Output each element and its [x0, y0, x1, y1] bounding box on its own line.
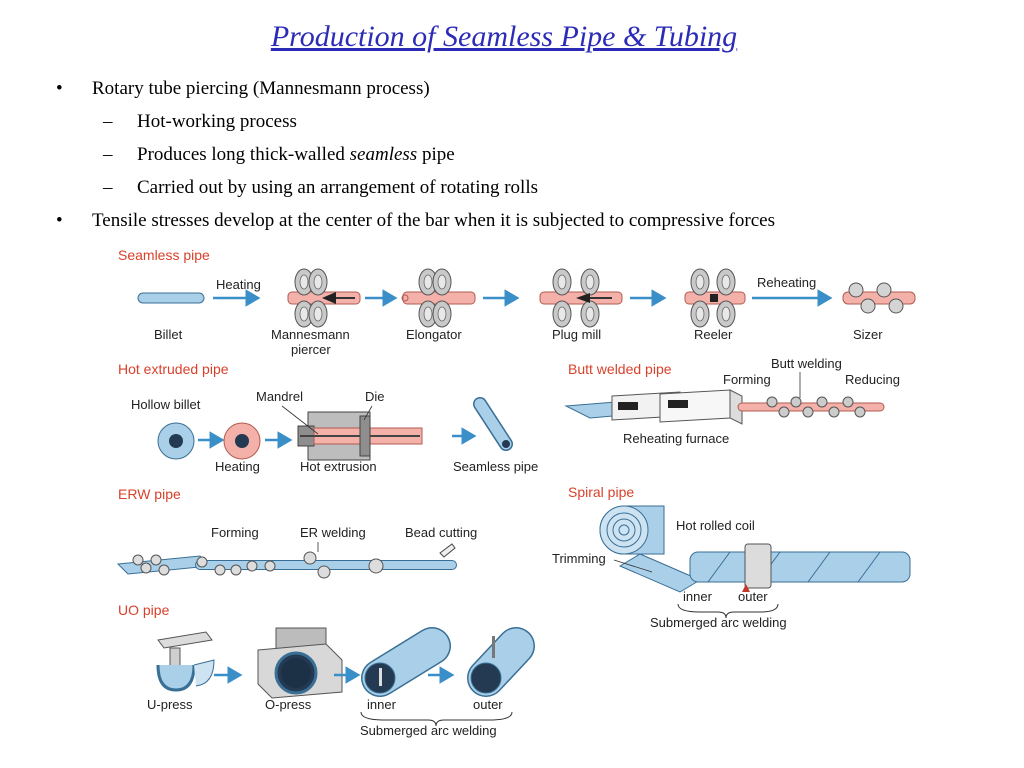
sub-bullet-item: – Produces long thick-walled seamless pip…: [56, 142, 996, 175]
spiral-pipe-section: Spiral pipe Hot rolled coil Trimming inn…: [552, 484, 911, 630]
saw-label: Submerged arc welding: [650, 615, 787, 630]
section-title: Spiral pipe: [568, 484, 634, 500]
hot-rolled-coil-label: Hot rolled coil: [676, 518, 755, 533]
leader-line: [363, 405, 373, 421]
uo-pipe-inner-weld: [361, 627, 451, 697]
brace: [360, 711, 513, 727]
section-title: ERW pipe: [118, 486, 181, 502]
extrusion-press: [297, 411, 423, 461]
hot-extrusion-label: Hot extrusion: [300, 459, 377, 474]
bullet-marker: •: [56, 78, 63, 99]
weld-point: [742, 584, 750, 592]
forming-rolls: [766, 396, 866, 418]
reeler: [684, 268, 746, 328]
uo-pipe-section: UO pipe U-press O-press inner: [118, 602, 535, 738]
seamless-pipe-product: [473, 397, 513, 451]
saw-label: Submerged arc welding: [360, 723, 497, 738]
reheating-furnace: [611, 389, 743, 425]
butt-welding-label: Butt welding: [771, 356, 842, 371]
billet-label: Billet: [154, 327, 183, 342]
strip: [618, 553, 702, 593]
sub-bullet-text: Hot-working process: [137, 111, 297, 132]
u-press-label: U-press: [147, 697, 193, 712]
spiral-pipe-body: [689, 543, 911, 589]
leader-line: [613, 559, 653, 573]
bead-cutter: [439, 543, 456, 558]
u-press: [156, 631, 215, 692]
elongator-label: Elongator: [406, 327, 462, 342]
heating-label: Heating: [216, 277, 261, 292]
outer-label: outer: [738, 589, 768, 604]
heating-label: Heating: [215, 459, 260, 474]
mannesmann-label: Mannesmann: [271, 327, 350, 342]
sub-bullet-text: Produces long thick-walled: [137, 144, 350, 165]
bullet-list: • Rotary tube piercing (Mannesmann proces…: [56, 76, 996, 241]
bullet-item: • Rotary tube piercing (Mannesmann proces…: [56, 76, 996, 109]
trimming-label: Trimming: [552, 551, 606, 566]
mannesmann-piercer: [287, 268, 361, 328]
bullet-text: Tensile stresses develop at the center o…: [92, 210, 775, 231]
sub-bullet-text: Carried out by using an arrangement of r…: [137, 177, 539, 198]
bullet-item: • Tensile stresses develop at the center …: [56, 208, 996, 241]
brace: [677, 603, 779, 619]
slide-title: Production of Seamless Pipe & Tubing: [270, 20, 738, 53]
erw-rolls: [132, 551, 384, 579]
mandrel-label: Mandrel: [256, 389, 303, 404]
sub-bullet-item: – Carried out by using an arrangement of …: [56, 175, 996, 208]
plug-mill: [539, 268, 623, 328]
sub-bullet-text: pipe: [417, 144, 455, 165]
butt-welded-section: Butt welded pipe Butt welding Forming Re…: [564, 356, 900, 446]
forming-label: Forming: [723, 372, 771, 387]
plug-mill-label: Plug mill: [552, 327, 601, 342]
forming-label: Forming: [211, 525, 259, 540]
dash-marker: –: [103, 144, 113, 165]
piercer-label: piercer: [291, 342, 331, 357]
elongator: [401, 268, 476, 328]
reducing-label: Reducing: [845, 372, 900, 387]
section-title: Seamless pipe: [118, 247, 210, 263]
sizer: [842, 282, 916, 314]
billet-bar: [137, 292, 205, 304]
o-press: [257, 627, 343, 699]
reheating-furnace-label: Reheating furnace: [623, 431, 729, 446]
billet-hole: [235, 434, 249, 448]
er-welding-label: ER welding: [300, 525, 366, 540]
section-title: Butt welded pipe: [568, 361, 672, 377]
seamless-pipe-section: Seamless pipe Billet Heating Mannesmann …: [118, 247, 916, 357]
bullet-text: Rotary tube piercing (Mannesmann process…: [92, 78, 430, 99]
sizer-label: Sizer: [853, 327, 883, 342]
hot-extruded-section: Hot extruded pipe Hollow billet Heating …: [118, 361, 538, 474]
erw-pipe-section: ERW pipe Forming ER welding Bead cutting: [116, 486, 477, 579]
bullet-marker: •: [56, 210, 63, 231]
dash-marker: –: [103, 111, 113, 132]
hollow-billet-label: Hollow billet: [131, 397, 201, 412]
leader-line: [281, 405, 319, 435]
outer-label: outer: [473, 697, 503, 712]
billet-hole: [169, 434, 183, 448]
seamless-pipe-label: Seamless pipe: [453, 459, 538, 474]
reeler-label: Reeler: [694, 327, 733, 342]
die-label: Die: [365, 389, 385, 404]
o-press-label: O-press: [265, 697, 312, 712]
emphasis-text: seamless: [349, 144, 418, 165]
inner-label: inner: [683, 589, 713, 604]
section-title: UO pipe: [118, 602, 170, 618]
bead-cutting-label: Bead cutting: [405, 525, 477, 540]
uo-pipe-outer-weld: [467, 627, 535, 697]
inner-label: inner: [367, 697, 397, 712]
dash-marker: –: [103, 177, 113, 198]
sub-bullet-item: – Hot-working process: [56, 109, 996, 142]
section-title: Hot extruded pipe: [118, 361, 229, 377]
reheating-label: Reheating: [757, 275, 816, 290]
hot-rolled-coil: [599, 505, 665, 555]
